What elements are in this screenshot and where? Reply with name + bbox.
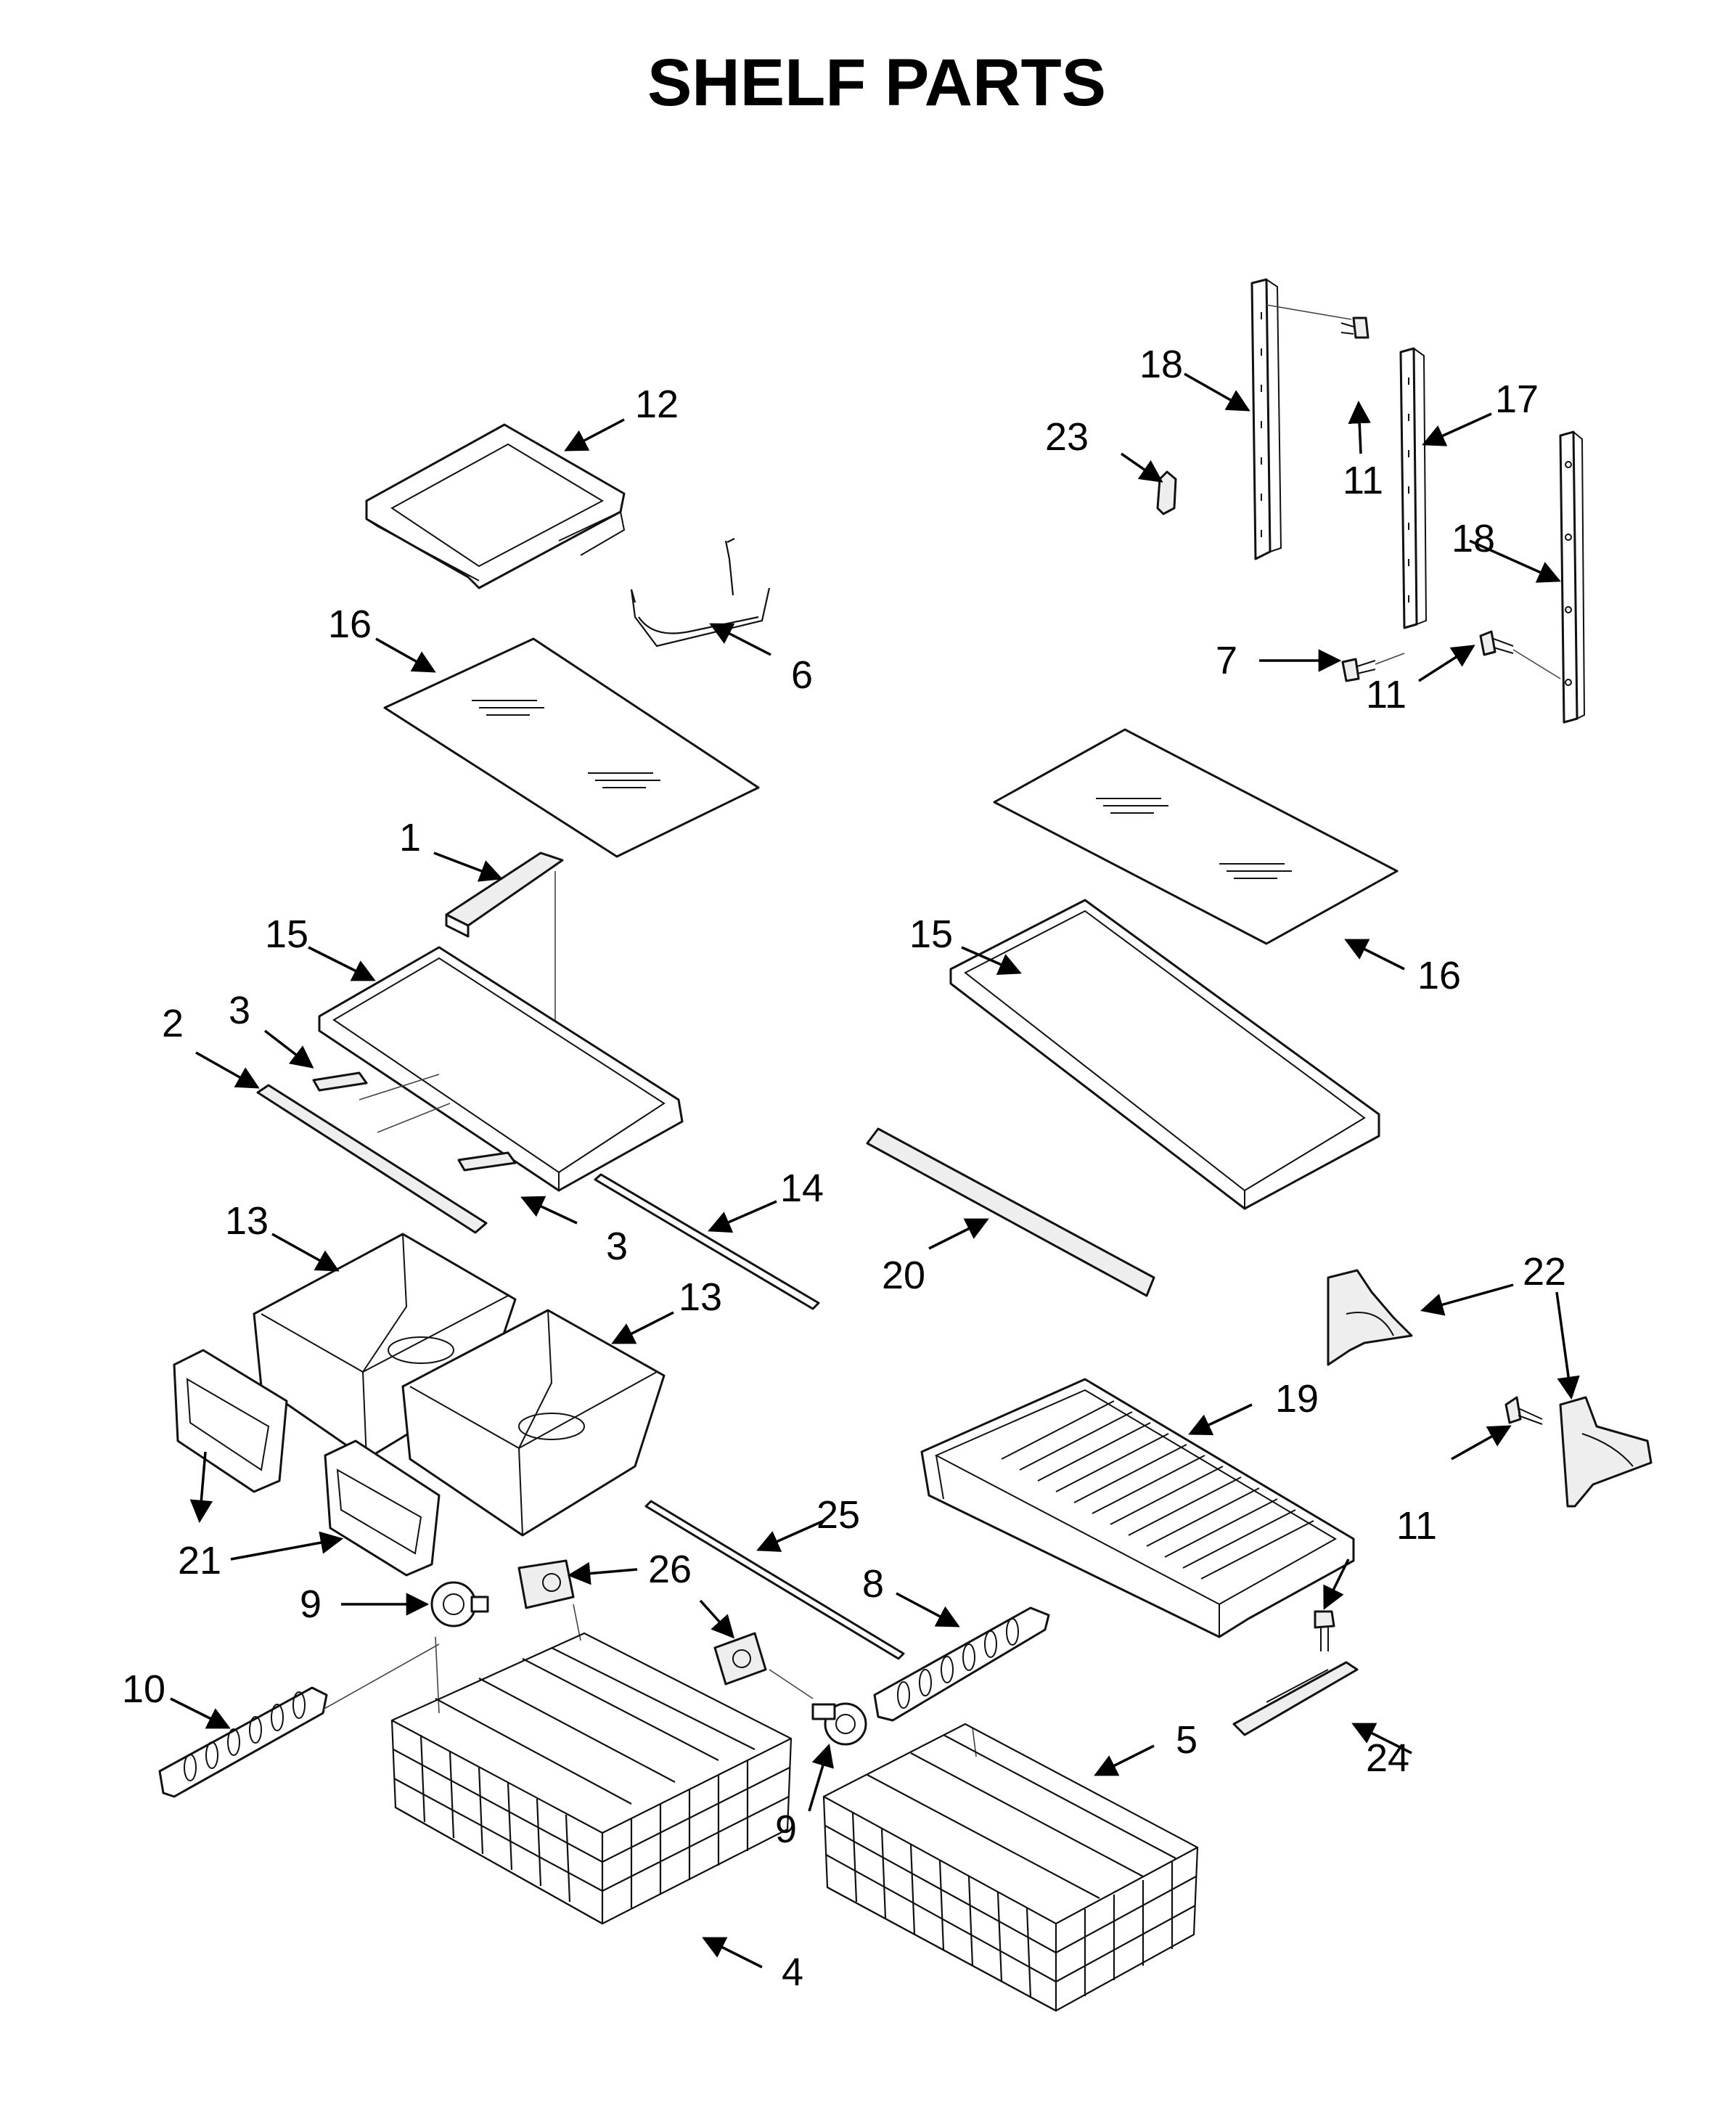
part-10-drawer-slide (158, 1686, 328, 1798)
callout-1: 1 (399, 816, 421, 859)
callout-25: 25 (816, 1493, 860, 1537)
part-3-clip-upper (312, 1071, 368, 1092)
part-19-deli-drawer (920, 1378, 1355, 1638)
part-4-wire-basket (390, 1632, 793, 1925)
part-18-rail-left (1250, 278, 1282, 560)
callout-26: 26 (648, 1548, 692, 1591)
part-13-crisper-bin-right (401, 1309, 666, 1537)
callout-9-upper: 9 (300, 1582, 322, 1626)
callout-16-right: 16 (1417, 954, 1461, 997)
part-20-front-trim (866, 1127, 1155, 1297)
callout-16-left: 16 (328, 602, 372, 646)
part-16-glass-shelf-left (383, 637, 760, 858)
callout-17: 17 (1495, 377, 1539, 421)
callout-10: 10 (122, 1667, 165, 1711)
callout-15-left: 15 (265, 912, 308, 956)
leader-lines (170, 372, 1580, 1969)
part-23-clip (1156, 470, 1177, 515)
callout-13-left: 13 (225, 1199, 269, 1243)
callout-14: 14 (780, 1167, 824, 1210)
part-22-bracket-upper (1327, 1269, 1413, 1366)
callout-5: 5 (1176, 1718, 1197, 1762)
callout-13-right: 13 (679, 1275, 722, 1319)
part-5-wire-basket (822, 1723, 1199, 2012)
part-21-handle-lower (324, 1439, 441, 1577)
part-2-front-trim (256, 1084, 488, 1234)
part-24-slide-bracket (1232, 1661, 1359, 1736)
callout-15-right: 15 (909, 912, 953, 956)
callout-3-upper: 3 (229, 989, 250, 1032)
part-15-shelf-frame-left (318, 946, 684, 1192)
part-11-screw-right (1504, 1396, 1543, 1425)
part-6-wire-bracket (630, 538, 771, 648)
part-8-drawer-slide (873, 1606, 1050, 1722)
part-26-gear-housing-upper (517, 1559, 575, 1609)
part-11-screw-lower (1314, 1610, 1335, 1651)
part-11-screw-mid (1479, 630, 1561, 679)
callout-12: 12 (635, 383, 679, 426)
callout-11-upper: 11 (1343, 459, 1383, 502)
callout-4: 4 (782, 1950, 803, 1994)
part-22-bracket-lower (1559, 1396, 1653, 1508)
callout-22-upper: 22 (1523, 1250, 1566, 1294)
callout-18-left: 18 (1139, 343, 1183, 386)
callout-2: 2 (162, 1002, 184, 1045)
callout-21-upper: 21 (178, 1539, 221, 1582)
callout-7: 7 (1216, 639, 1237, 682)
callout-3-lower: 3 (606, 1225, 628, 1268)
part-15-shelf-frame-right (949, 899, 1380, 1211)
callout-24: 24 (1366, 1736, 1409, 1780)
callout-6: 6 (791, 653, 813, 697)
part-3-clip-lower (457, 1151, 517, 1172)
part-25-rod (644, 1500, 905, 1660)
callout-23: 23 (1045, 415, 1089, 459)
part-21-handle-upper (173, 1349, 288, 1493)
part-14-rod (594, 1173, 820, 1310)
callout-11-mid: 11 (1366, 673, 1407, 716)
part-9-gear-upper (430, 1581, 489, 1627)
part-9-gear-lower (811, 1702, 867, 1746)
part-16-glass-shelf-right (993, 728, 1399, 945)
callout-20: 20 (882, 1254, 925, 1297)
callout-9-lower: 9 (775, 1807, 797, 1851)
page-title: SHELF PARTS (647, 46, 1106, 120)
part-17-rail (1399, 347, 1428, 629)
callout-8: 8 (862, 1562, 884, 1606)
part-7-screw (1341, 653, 1405, 682)
callout-labels: 1 2 3 3 4 5 6 7 8 9 9 10 11 11 11 11 12 … (122, 343, 1566, 1994)
callout-11-right: 11 (1396, 1504, 1437, 1548)
part-12-upper-shelf (365, 423, 626, 589)
callout-19: 19 (1275, 1377, 1319, 1421)
part-18-rail-right (1559, 430, 1586, 724)
part-11-screw-upper (1266, 304, 1369, 339)
callout-18-right: 18 (1452, 517, 1495, 560)
part-1-shelf-trim (445, 851, 564, 1045)
part-26-gear-housing-lower (713, 1632, 767, 1686)
